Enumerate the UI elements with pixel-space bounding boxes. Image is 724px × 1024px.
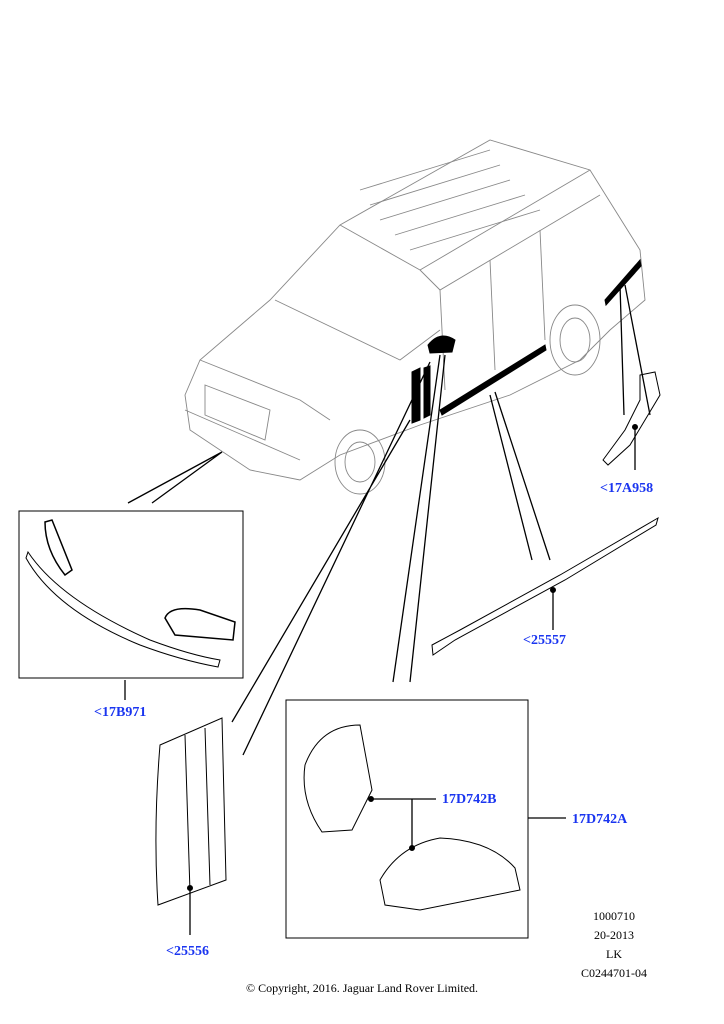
leader-dots [187,424,638,891]
highlighted-parts [411,258,642,424]
part-drawings [25,371,661,911]
callout-17d742b[interactable]: 17D742B [442,792,497,807]
illustration-author: LK [606,947,622,961]
callout-17d742a[interactable]: 17D742A [572,812,628,827]
callout-17b971[interactable]: <17B971 [94,705,147,720]
callout-25557[interactable]: <25557 [523,633,566,648]
illustration-number: 1000710 [593,909,635,923]
detail-boxes [18,510,529,939]
illustration-code: C0244701-04 [581,966,647,980]
vehicle-outline [184,139,646,495]
copyright-notice: © Copyright, 2016. Jaguar Land Rover Lim… [245,981,479,995]
illustration-date: 20-2013 [594,928,634,942]
callout-17a958[interactable]: <17A958 [600,481,654,496]
callout-25556[interactable]: <25556 [166,944,209,959]
leader-lines [124,284,651,935]
illustration-info: 1000710 20-2013 LK C0244701-04 [559,907,669,983]
